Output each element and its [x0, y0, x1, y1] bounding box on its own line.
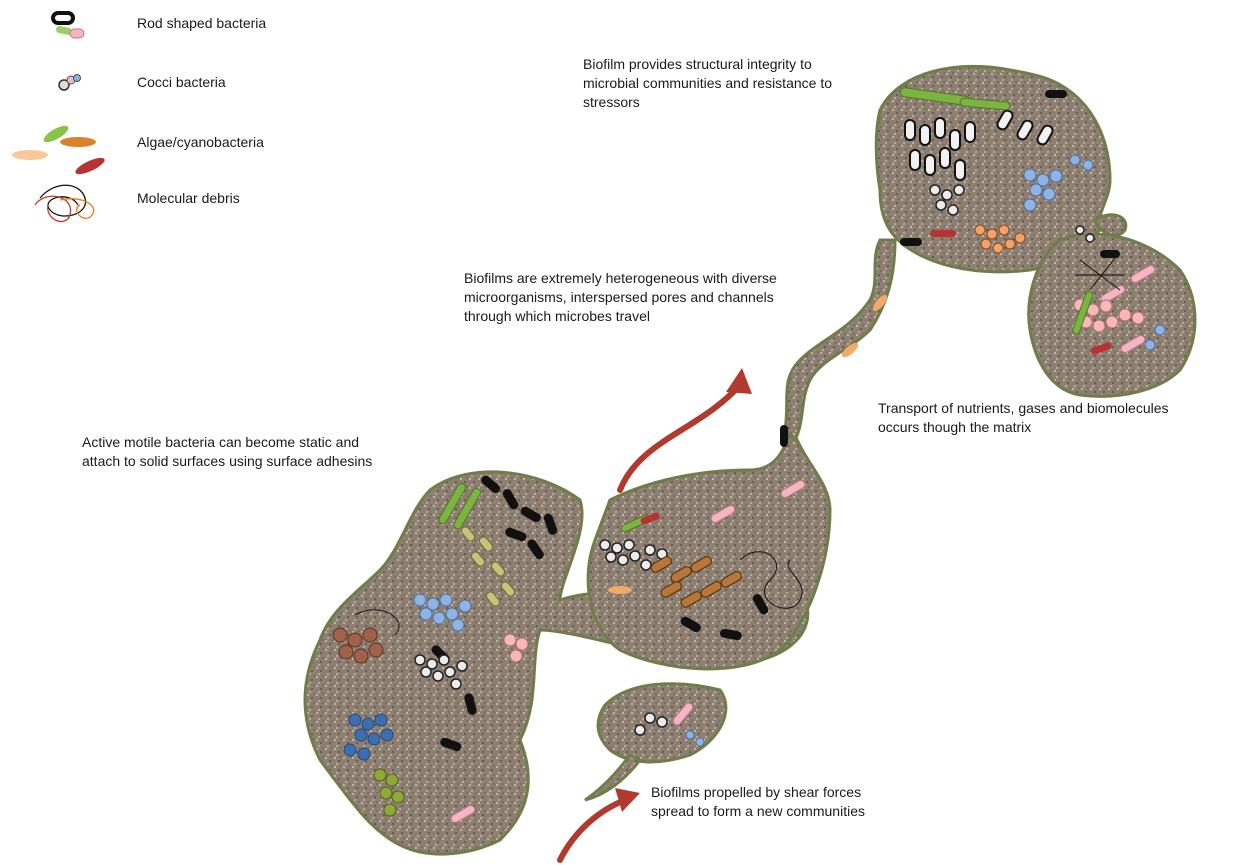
algae-icon: [12, 123, 107, 178]
legend-label-rod: Rod shaped bacteria: [137, 14, 266, 32]
annotation-structural-integrity: Biofilm provides structural integrity to…: [583, 55, 832, 112]
biofilm-matrix: [305, 66, 1195, 854]
legend-label-cocci: Cocci bacteria: [137, 73, 226, 91]
annotation-heterogeneous: Biofilms are extremely heterogeneous wit…: [464, 269, 777, 326]
flow-arrow-shear: [560, 788, 640, 860]
rod-bacteria-icon: [53, 13, 84, 38]
annotation-motile-bacteria: Active motile bacteria can become static…: [82, 433, 372, 471]
cocci-bacteria-icon: [59, 75, 81, 91]
legend-label-algae: Algae/cyanobacteria: [137, 133, 264, 151]
annotation-transport: Transport of nutrients, gases and biomol…: [878, 399, 1169, 437]
annotation-shear-forces: Biofilms propelled by shear forces sprea…: [651, 783, 865, 821]
legend-label-debris: Molecular debris: [137, 189, 240, 207]
molecular-debris-icon: [35, 185, 94, 221]
